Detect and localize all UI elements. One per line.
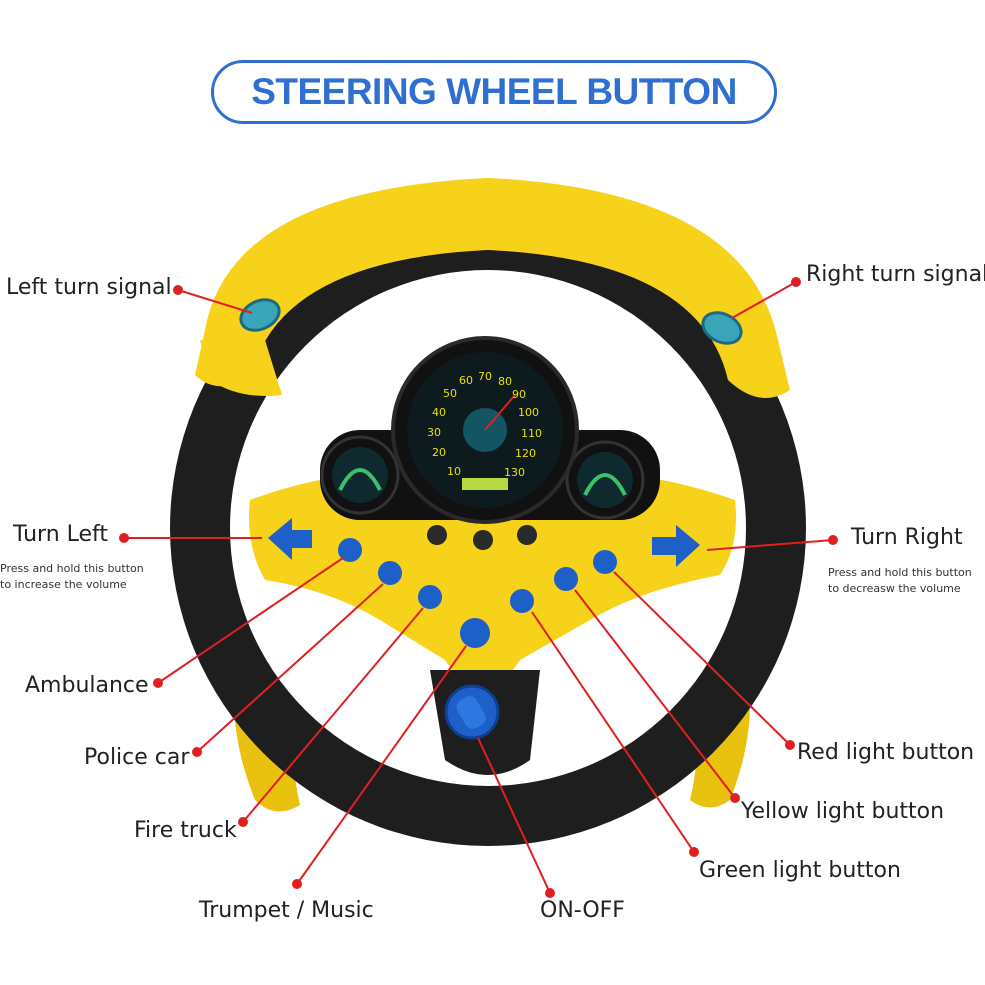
dashboard-cluster xyxy=(320,336,660,550)
fire-truck-button[interactable] xyxy=(418,585,442,609)
speed-tick: 130 xyxy=(504,466,525,479)
turn-right-hint: Press and hold this button to decreasw t… xyxy=(828,565,972,597)
label-police-car: Police car xyxy=(84,745,190,770)
label-green-light-button: Green light button xyxy=(699,858,901,883)
speed-tick: 80 xyxy=(498,375,512,388)
turn-right-hint-line-2: to decreasw the volume xyxy=(828,582,961,595)
speed-tick: 20 xyxy=(432,446,446,459)
label-red-light-button: Red light button xyxy=(797,740,975,765)
label-turn-left: Turn Left xyxy=(13,522,109,547)
speed-tick: 60 xyxy=(459,374,473,387)
speed-tick: 100 xyxy=(518,406,539,419)
speed-tick: 90 xyxy=(512,388,526,401)
label-on-off: ON-OFF xyxy=(540,898,625,923)
sound-buttons xyxy=(338,538,617,648)
trumpet-music-button[interactable] xyxy=(460,618,490,648)
police-car-button[interactable] xyxy=(378,561,402,585)
on-off-knob[interactable] xyxy=(444,684,500,740)
callout-lines xyxy=(119,277,838,898)
turn-left-hint-line-1: Press and hold this button xyxy=(0,562,144,575)
title-banner: STEERING WHEEL BUTTON xyxy=(211,60,777,124)
speed-tick: 110 xyxy=(521,427,542,440)
turn-left-hint: Press and hold this button to increase t… xyxy=(0,561,144,593)
speedometer-labels: 10 20 30 40 50 60 70 80 90 100 110 120 1… xyxy=(427,370,542,479)
label-left-turn-signal: Left turn signal xyxy=(6,275,172,300)
speed-tick: 10 xyxy=(447,465,461,478)
label-yellow-light-button: Yellow light button xyxy=(741,799,945,824)
left-signal-light xyxy=(239,298,281,332)
right-signal-light xyxy=(701,311,743,345)
label-trumpet-music: Trumpet / Music xyxy=(199,898,374,923)
turn-left-hint-line-2: to increase the volume xyxy=(0,578,127,591)
speed-tick: 40 xyxy=(432,406,446,419)
label-turn-right: Turn Right xyxy=(851,525,963,550)
speed-tick: 120 xyxy=(515,447,536,460)
yellow-light-button[interactable] xyxy=(554,567,578,591)
speed-tick: 70 xyxy=(478,370,492,383)
label-ambulance: Ambulance xyxy=(25,673,149,698)
red-light-button[interactable] xyxy=(593,550,617,574)
speed-tick: 50 xyxy=(443,387,457,400)
page-title: STEERING WHEEL BUTTON xyxy=(251,71,737,112)
turn-right-hint-line-1: Press and hold this button xyxy=(828,566,972,579)
turn-left-button[interactable] xyxy=(268,518,312,560)
ambulance-button[interactable] xyxy=(338,538,362,562)
label-fire-truck: Fire truck xyxy=(134,818,237,843)
wheel-top-grip xyxy=(195,178,790,398)
speed-tick: 30 xyxy=(427,426,441,439)
turn-right-button[interactable] xyxy=(652,525,700,567)
label-right-turn-signal: Right turn signal xyxy=(806,262,985,287)
green-light-button[interactable] xyxy=(510,589,534,613)
